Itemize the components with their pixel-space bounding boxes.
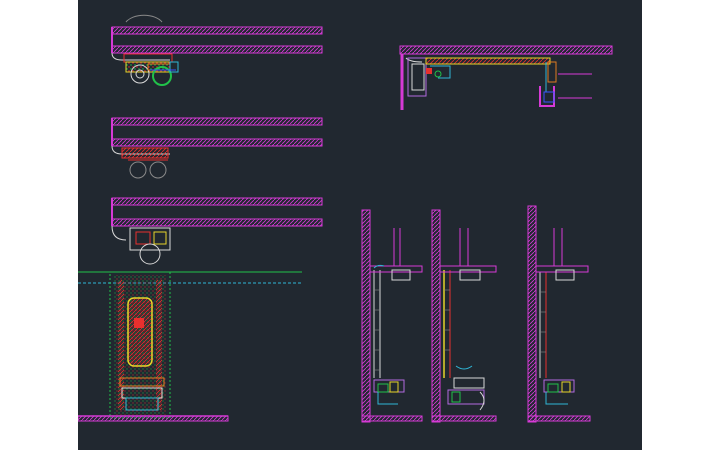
cad-drawing-canvas[interactable] bbox=[78, 0, 642, 450]
section-detail-2 bbox=[111, 117, 323, 179]
wall-elevation bbox=[361, 209, 423, 423]
cad-viewport[interactable] bbox=[78, 0, 642, 450]
section-detail-3-with-drawer bbox=[78, 197, 323, 422]
section-detail-1 bbox=[111, 14, 323, 86]
wall-elevation bbox=[527, 205, 591, 423]
wall-elevation bbox=[431, 209, 497, 423]
plan-detail-top-right bbox=[399, 45, 613, 110]
